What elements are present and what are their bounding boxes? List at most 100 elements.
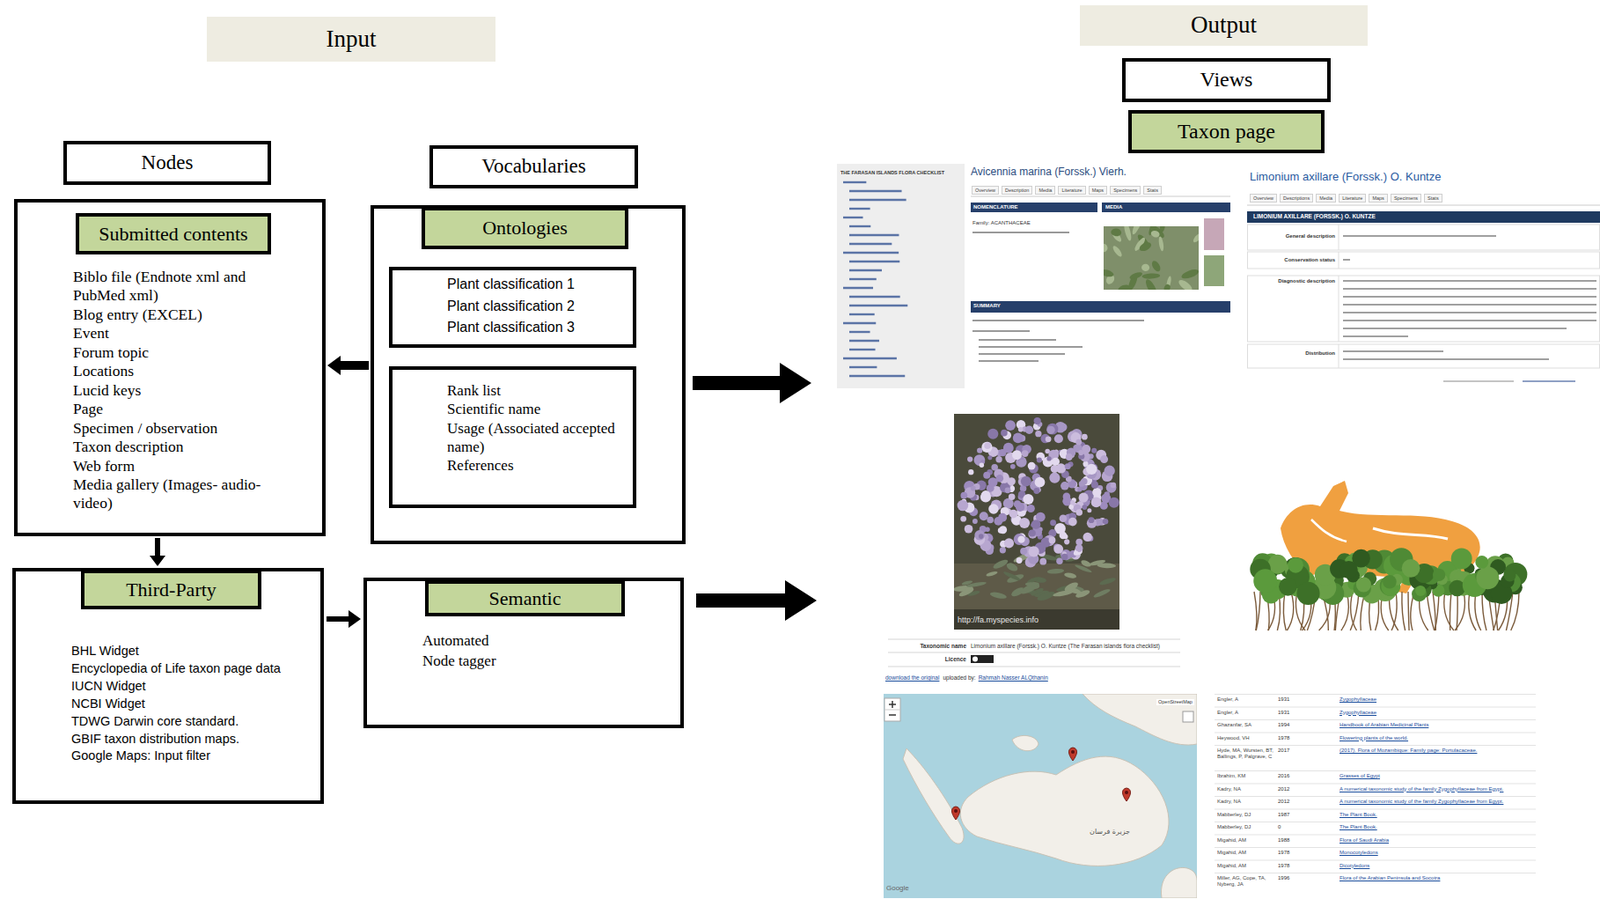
map bbox=[960, 755, 1169, 866]
screenshot-limonium bbox=[1343, 303, 1597, 306]
list-item: Scientific name bbox=[447, 399, 632, 419]
canopy bbox=[1475, 565, 1499, 589]
flower bbox=[960, 491, 968, 500]
field-text: Limonium axillare (Forssk.) O. Kuntze (T… bbox=[970, 642, 1160, 650]
flower bbox=[988, 477, 999, 487]
tree-entry bbox=[849, 225, 871, 228]
list-item: Automated bbox=[422, 630, 643, 651]
table-rule bbox=[1214, 744, 1536, 746]
title-box: Semantic bbox=[425, 579, 625, 617]
list-item: Rank list bbox=[447, 381, 632, 400]
flower bbox=[1091, 497, 1102, 508]
list-item: NCBI Widget bbox=[71, 695, 318, 713]
flower bbox=[1005, 486, 1012, 493]
gazelle-logo bbox=[1280, 480, 1481, 594]
table-cell: Flora of Saudi Arabia bbox=[1339, 836, 1535, 844]
box-label: Third-Party bbox=[125, 578, 217, 601]
flower bbox=[1065, 453, 1073, 461]
leaf bbox=[1110, 227, 1123, 237]
heading-box: Vocabularies bbox=[429, 145, 639, 189]
map-attribution: OpenStreetMap bbox=[1156, 698, 1195, 705]
leaf bbox=[1141, 272, 1160, 279]
section-bar-text: SUMMARY bbox=[973, 302, 1001, 309]
list-item: Plant classification 3 bbox=[447, 316, 628, 339]
leaf bbox=[1111, 244, 1123, 258]
caption-table bbox=[970, 654, 994, 663]
flower bbox=[1013, 533, 1026, 545]
flower bbox=[972, 518, 978, 524]
field-name: Licence bbox=[888, 655, 967, 663]
table-cell: 1994 bbox=[1277, 721, 1303, 728]
list-item: Media gallery (Images- audio- video) bbox=[73, 475, 269, 514]
connector-arrow bbox=[326, 609, 361, 628]
flower bbox=[1070, 499, 1075, 505]
list-item: Page bbox=[73, 399, 269, 419]
mini-photo bbox=[1103, 226, 1199, 290]
flower bbox=[1051, 457, 1060, 466]
table-rule bbox=[1214, 834, 1536, 836]
flower bbox=[1092, 487, 1101, 497]
screenshot-limonium bbox=[1338, 224, 1340, 250]
flower bbox=[1064, 538, 1070, 544]
flower bbox=[1081, 504, 1087, 510]
list-item: Node tagger bbox=[422, 650, 643, 671]
flower bbox=[1096, 518, 1104, 526]
canopy bbox=[1382, 574, 1397, 589]
list-item: Encyclopedia of Life taxon page data bbox=[71, 660, 318, 678]
flower bbox=[970, 485, 977, 492]
canopy bbox=[1253, 568, 1278, 593]
leaf bbox=[1150, 229, 1161, 239]
map bbox=[1182, 711, 1194, 722]
tab-label: Media bbox=[1034, 185, 1056, 195]
connector-arrow bbox=[149, 537, 166, 566]
list-item: Locations bbox=[73, 361, 269, 381]
flower bbox=[1102, 518, 1109, 525]
screenshot-limonium bbox=[1343, 350, 1444, 353]
list-item: Web form bbox=[73, 456, 269, 476]
caption-table bbox=[888, 638, 1181, 640]
flower bbox=[1049, 519, 1057, 526]
table-cell: Migahid, AM bbox=[1217, 862, 1276, 869]
list-item: TDWG Darwin core standard. bbox=[71, 712, 318, 731]
box-label: Input bbox=[326, 25, 377, 53]
table-cell: Heywood, VH bbox=[1217, 734, 1276, 742]
flower bbox=[1018, 426, 1024, 433]
leaf bbox=[1079, 558, 1092, 568]
group-box: AutomatedNode tagger Semantic bbox=[363, 577, 684, 728]
screenshot-limonium bbox=[1247, 205, 1600, 206]
gazelle-logo bbox=[1280, 480, 1481, 581]
section-bar-text: LIMONIUM AXILLARE (FORSSK.) O. KUNTZE bbox=[1253, 212, 1376, 221]
flower bbox=[983, 471, 991, 479]
flower bbox=[978, 533, 984, 539]
leaf bbox=[1137, 240, 1153, 253]
canopy bbox=[1296, 581, 1320, 605]
screenshot-limonium bbox=[1343, 287, 1597, 290]
flower bbox=[1083, 532, 1093, 542]
flower bbox=[1100, 455, 1109, 463]
tree-entry bbox=[849, 242, 892, 245]
tree-entry bbox=[849, 304, 908, 307]
table-cell: Miller, AG, Cope, TA, Nyberg, JA bbox=[1217, 874, 1276, 888]
field-name: Distribution bbox=[1254, 350, 1336, 357]
canopy bbox=[1287, 557, 1304, 573]
flower bbox=[1081, 433, 1088, 441]
prop-root bbox=[1254, 591, 1257, 631]
tab-label: Maps bbox=[1368, 193, 1388, 203]
screenshot-limonium bbox=[1247, 205, 1600, 382]
flower bbox=[1027, 462, 1036, 470]
flower bbox=[1012, 449, 1022, 460]
field-name: Conservation status bbox=[1254, 256, 1336, 264]
flower bbox=[1012, 433, 1024, 444]
prop-root bbox=[1408, 591, 1410, 631]
box-label: Output bbox=[1190, 11, 1257, 39]
flower bbox=[1075, 508, 1083, 516]
block-arrow bbox=[692, 362, 812, 404]
tree-entry bbox=[843, 251, 899, 254]
table-cell: Ghazanfar, SA bbox=[1217, 721, 1276, 728]
leaf bbox=[1096, 562, 1116, 568]
leaf bbox=[1093, 587, 1112, 599]
map bbox=[1160, 866, 1197, 898]
leaf bbox=[991, 557, 1009, 571]
flower bbox=[1034, 417, 1042, 425]
flower bbox=[1091, 481, 1099, 489]
